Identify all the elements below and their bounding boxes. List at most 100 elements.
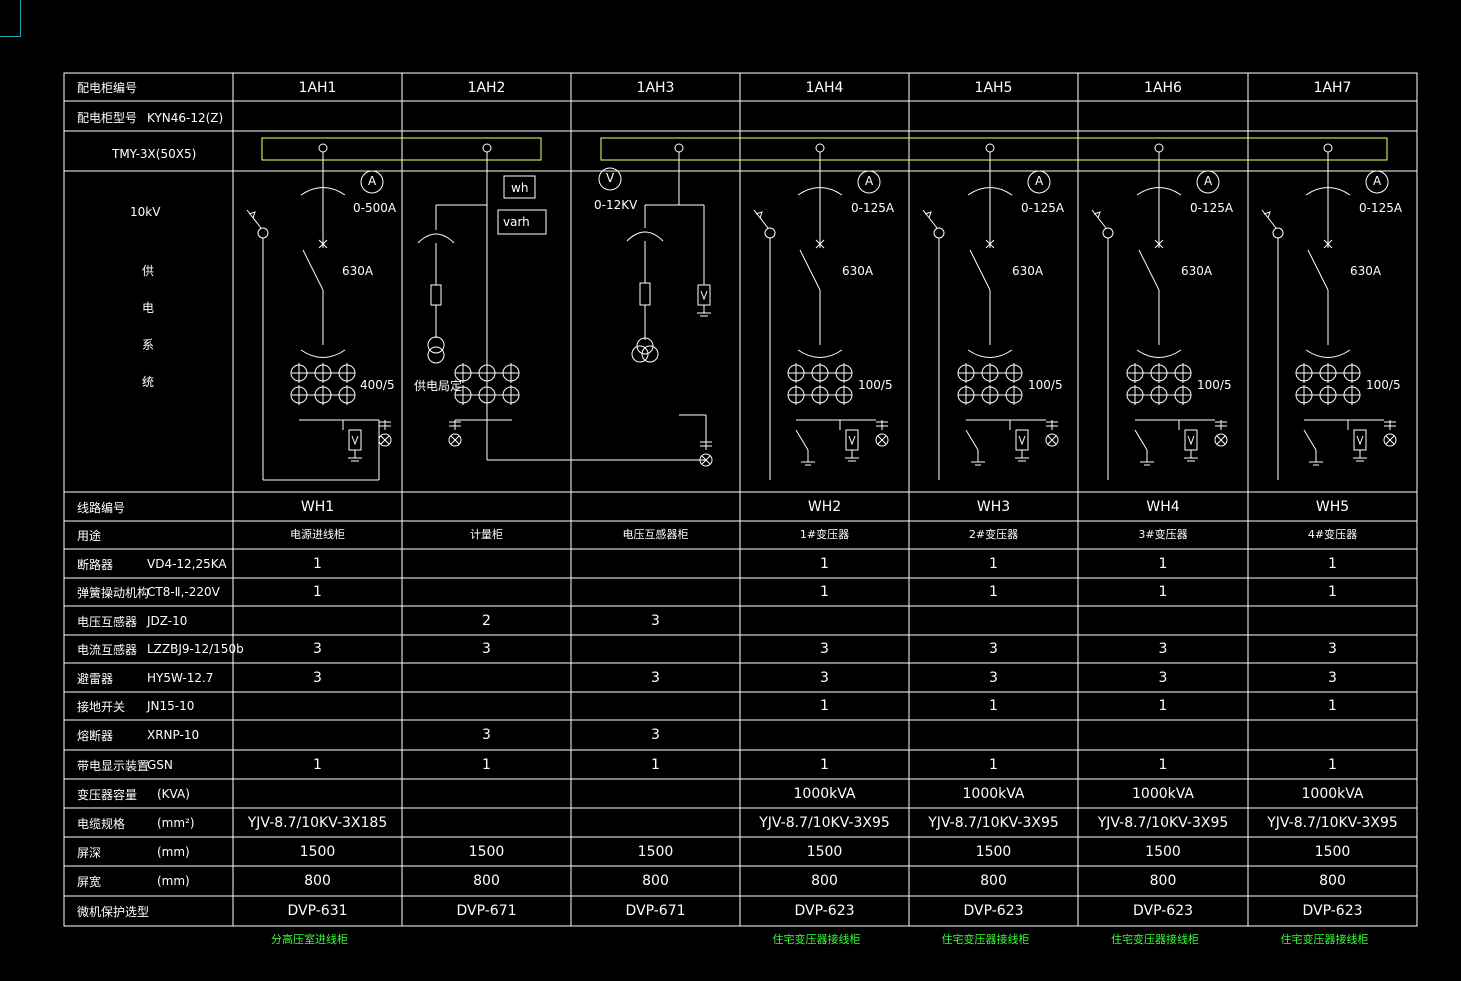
row-value: 3	[1328, 669, 1337, 686]
switch-rating: 630A	[842, 264, 874, 278]
feeder-1-arrowhead	[248, 211, 256, 219]
varh-meter-label: varh	[503, 215, 530, 229]
feeder-6-ammeter	[1196, 170, 1220, 194]
footer-note: 住宅变压器接线柜	[941, 933, 1030, 946]
row-value: 1	[989, 698, 998, 714]
pt-cabinet-live-indicator-lamp	[699, 453, 713, 467]
feeder-5-contact-lower	[967, 349, 1013, 358]
row-value: 2	[482, 612, 491, 629]
feeder-4-ammeter	[857, 170, 881, 194]
row-value: 1500	[1145, 843, 1181, 860]
row-value: YJV-8.7/10KV-3X185	[247, 814, 388, 831]
feeder-1-contact-upper	[300, 187, 346, 196]
feeder-6-bus-tap	[1154, 143, 1164, 153]
wh-meter-label: wh	[511, 181, 529, 195]
metering-live-indicator-x	[450, 435, 460, 445]
row-spec: LZZBJ9-12/150b	[147, 642, 244, 656]
row-spec: JDZ-10	[147, 613, 188, 628]
row-label: 断路器	[77, 557, 114, 572]
feeder-6-arrester-arrow	[1187, 435, 1195, 446]
row-label: 屏深	[77, 845, 102, 860]
feeder-1-arrester	[348, 429, 362, 451]
pt-cabinet-arrester	[697, 284, 711, 306]
row-label: 微机保护选型	[77, 905, 150, 919]
feeder-7-ammeter-letter: A	[1373, 174, 1382, 188]
pt-cabinet-pt	[641, 345, 659, 363]
feeder-5-contact-upper	[967, 187, 1013, 196]
busbar-right	[600, 137, 1388, 161]
metering-pt	[427, 336, 445, 354]
row-value: 1	[1158, 698, 1168, 714]
row-value: DVP-623	[963, 903, 1024, 919]
row-value: 1500	[806, 843, 843, 860]
feeder-7-live-indicator-lamp	[1383, 433, 1397, 447]
row-label: 弹簧操动机构	[77, 586, 150, 600]
row-spec: GSN	[147, 757, 173, 772]
row-label: 带电显示装置	[77, 758, 150, 773]
row-value: 1	[1158, 584, 1168, 600]
feeder-6-breaker	[1154, 239, 1164, 249]
feeder-6-blade	[1138, 249, 1160, 291]
feeder-1-bus-tap	[318, 143, 328, 153]
feeder-6-live-indicator-lamp	[1214, 433, 1228, 447]
system-label-char: 系	[142, 338, 155, 352]
feeder-5-arrester-arrow	[1018, 435, 1026, 446]
footer-note: 住宅变压器接线柜	[772, 933, 861, 946]
footer-note: 分高压室进线柜	[271, 933, 348, 946]
system-label-char: 统	[142, 375, 155, 389]
row-value: 1	[1158, 555, 1168, 572]
row-value: 1	[1328, 756, 1337, 773]
ammeter-range: 0-125A	[1190, 201, 1234, 215]
metering-varh-box	[497, 209, 547, 235]
row-value: 3	[651, 727, 660, 743]
row-value: YJV-8.7/10KV-3X95	[1097, 814, 1229, 831]
feeder-7-blade	[1307, 249, 1329, 291]
feeder-1-blade	[302, 249, 324, 291]
row-value: 计量柜	[470, 528, 503, 541]
feeder-7-arrester	[1353, 429, 1367, 451]
row-value: 1	[1328, 584, 1337, 600]
feeder-7-contact-lower	[1305, 349, 1351, 358]
feeder-5-indicator-tap	[933, 227, 945, 239]
row-value: 3	[313, 641, 322, 657]
feeder-6-ammeter-letter: A	[1204, 174, 1213, 188]
feeder-1-arrester-arrow	[351, 435, 359, 446]
row-value: WH4	[1146, 498, 1180, 515]
row-spec: CT8-Ⅱ,-220V	[147, 585, 220, 599]
row-value: 1500	[1314, 843, 1351, 860]
feeder-4-indicator-arrow	[753, 209, 769, 229]
row-value: 电源进线柜	[290, 528, 345, 541]
feeder-6-indicator-tap	[1102, 227, 1114, 239]
feeder-7-arrowhead	[1263, 211, 1271, 219]
row-value: DVP-631	[287, 903, 348, 919]
feeder-5-indicator-arrow	[922, 209, 938, 229]
row-label: 熔断器	[77, 729, 114, 743]
row-label: 线路编号	[77, 500, 126, 515]
row-value: DVP-623	[1302, 903, 1363, 919]
feeder-1-breaker	[318, 239, 328, 249]
pt-cabinet-bus-tap	[674, 143, 684, 153]
row-value: 1	[989, 555, 998, 572]
row-value: 2#变压器	[968, 528, 1019, 541]
feeder-1-ammeter	[360, 170, 384, 194]
row-value: 3	[1158, 669, 1168, 686]
row-value: YJV-8.7/10KV-3X95	[759, 814, 890, 831]
row-value: 1	[1328, 698, 1337, 714]
feeder-6-earth-blade	[1134, 429, 1148, 451]
row-value: 3	[820, 669, 829, 686]
feeder-1-live-indicator-x	[380, 435, 390, 445]
model-value: KYN46-12(Z)	[147, 111, 224, 125]
pt-cabinet-fuse	[639, 282, 651, 306]
voltmeter-range: 0-12KV	[594, 198, 638, 212]
feeder-5-ammeter-letter: A	[1035, 174, 1044, 188]
viewport-corner-marker	[0, 0, 21, 37]
row-value: 4#变压器	[1307, 528, 1358, 541]
feeder-1-contact-lower	[300, 349, 346, 358]
row-value: 800	[473, 873, 500, 889]
feeder-7-ammeter	[1365, 170, 1389, 194]
row-spec: XRNP-10	[147, 728, 200, 742]
row-value: 1	[1328, 555, 1337, 572]
ammeter-range: 0-500A	[353, 201, 397, 215]
pt-cabinet-voltmeter	[598, 167, 622, 191]
pt-cabinet-arrester-arrow	[700, 290, 708, 301]
